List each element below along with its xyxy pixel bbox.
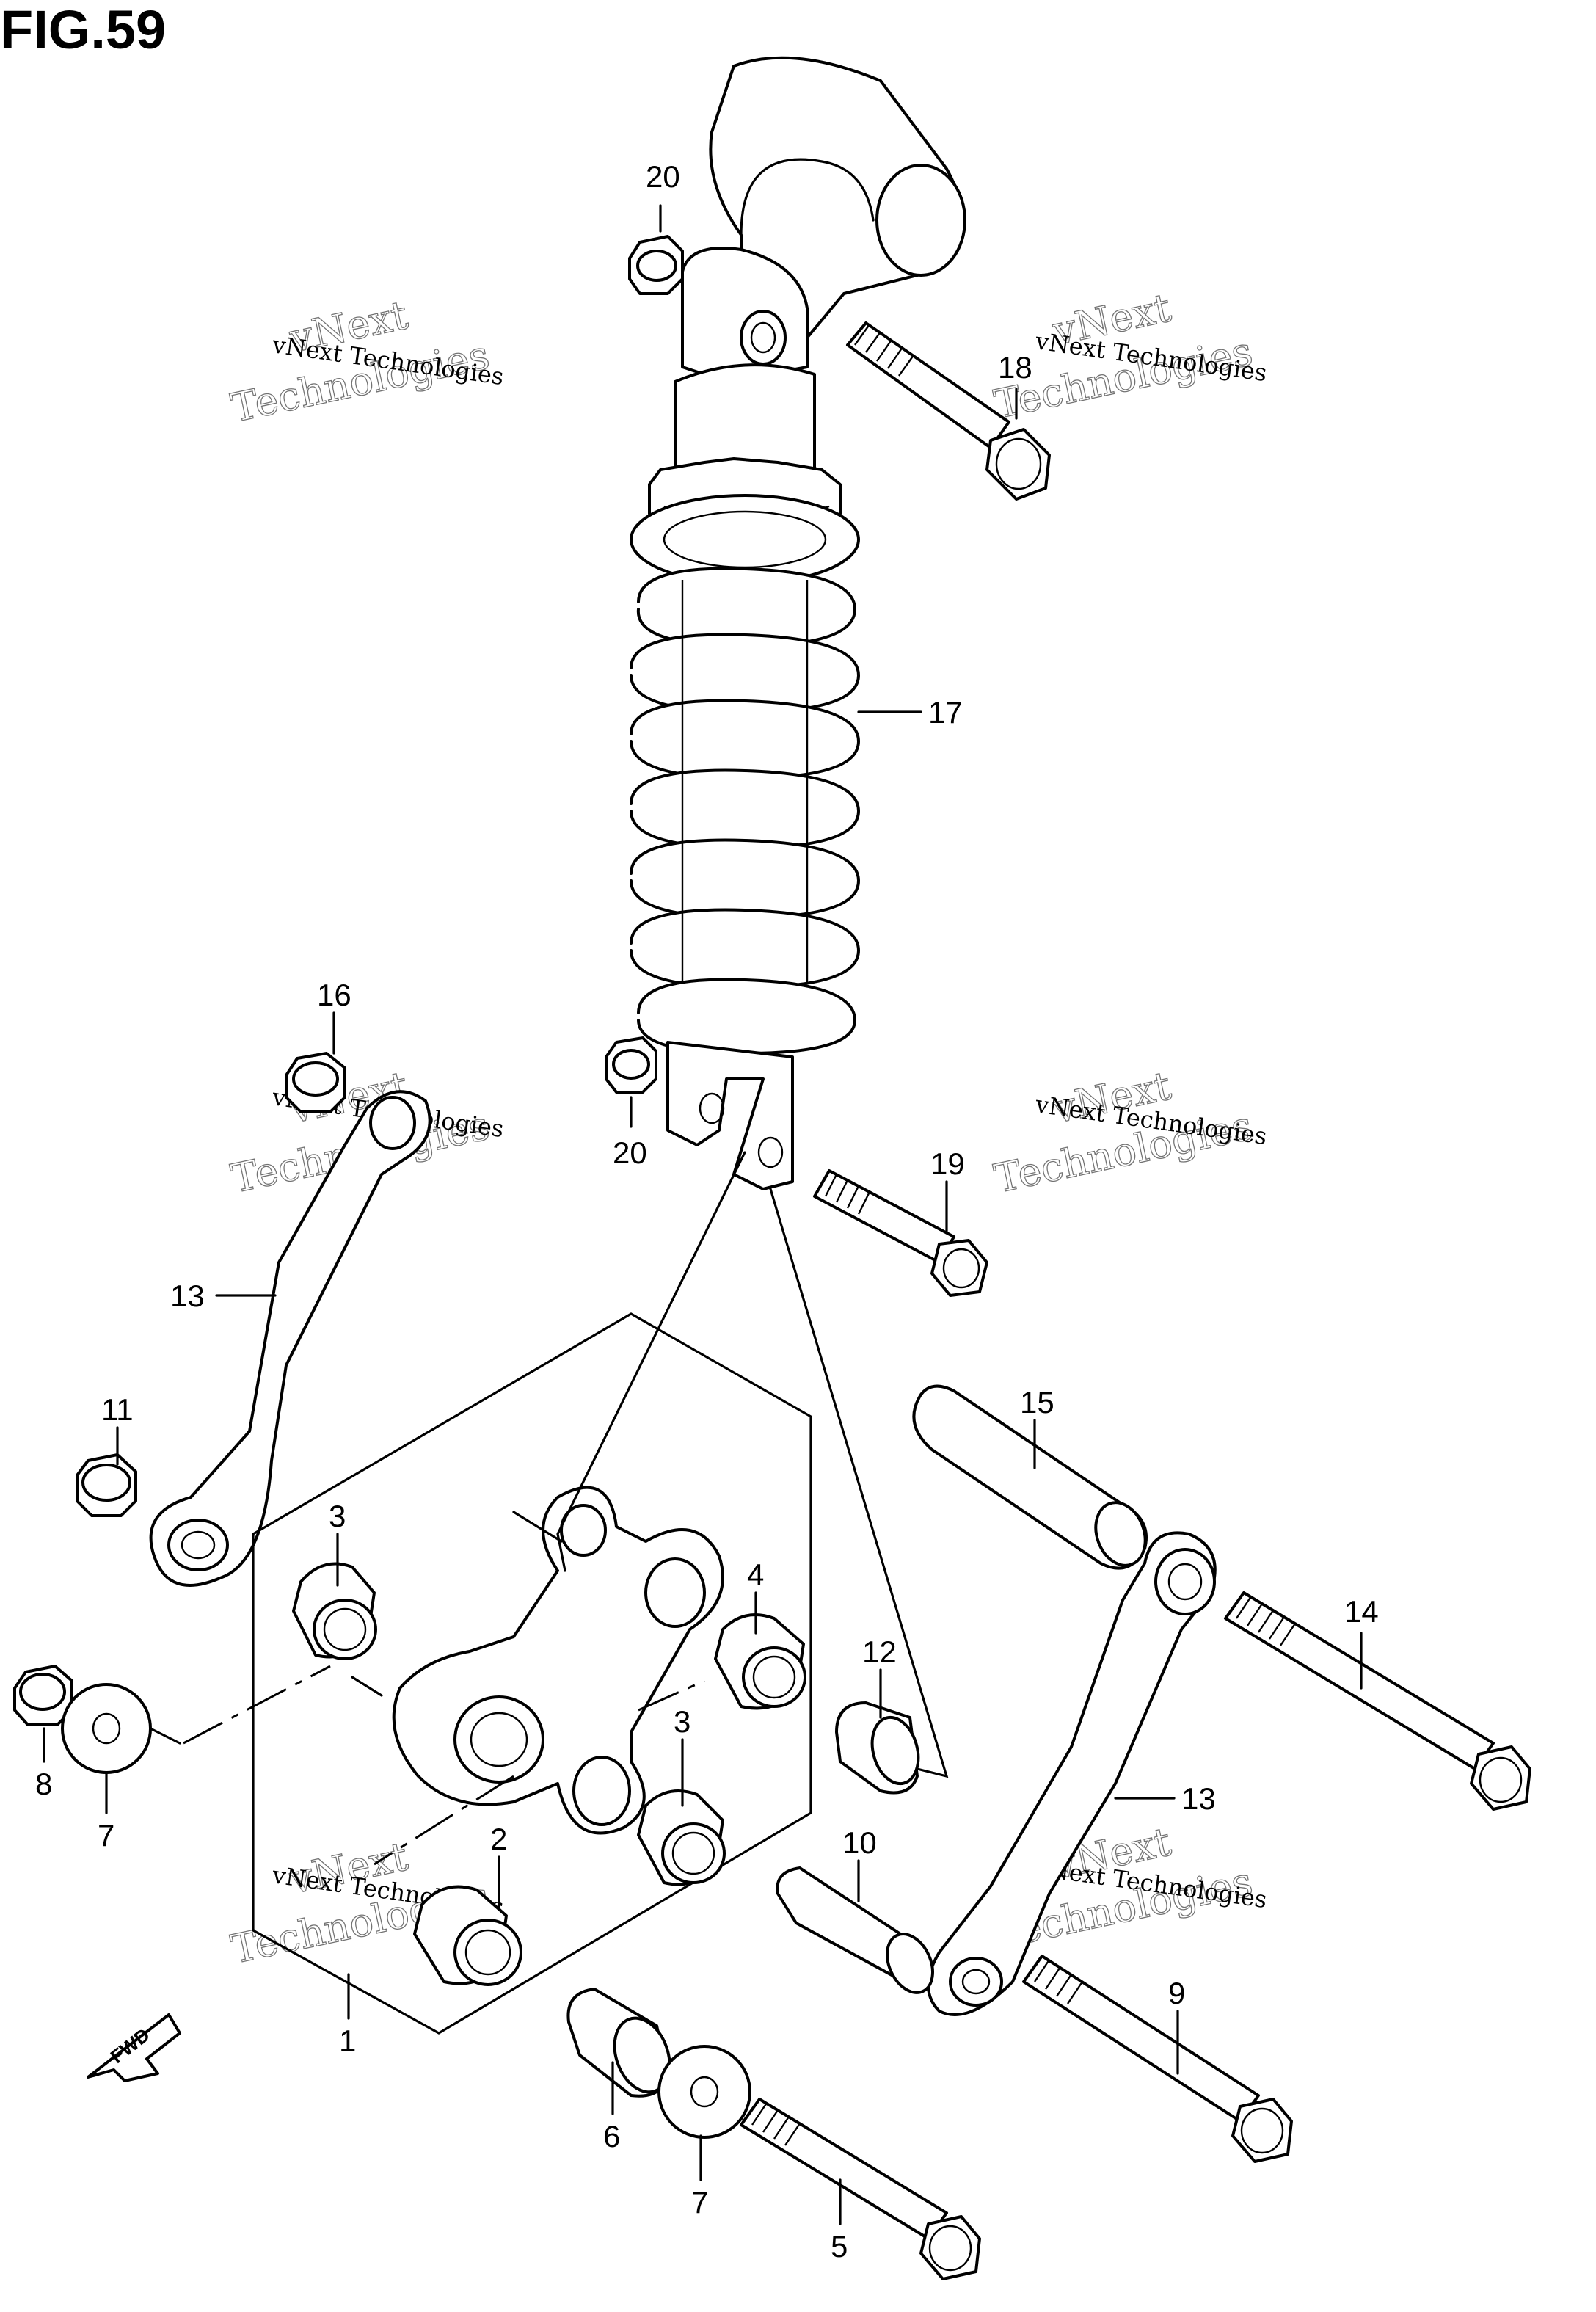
part-3-bearing-right — [637, 1789, 726, 1886]
callout-11: 11 — [101, 1392, 134, 1427]
part-11-nut — [76, 1453, 137, 1517]
callout-12: 12 — [862, 1635, 897, 1669]
watermark-mid-right: vNext Technologies vNext Technologies — [990, 1062, 1269, 1203]
callout-20-lower: 20 — [613, 1135, 647, 1170]
part-7-washer-upper — [61, 1683, 152, 1774]
part-20-nut-lower — [605, 1036, 657, 1094]
callout-9: 9 — [1168, 1976, 1185, 2010]
part-2-cushion-lever — [392, 1486, 724, 1835]
assembly-axis-lines — [149, 1151, 949, 1866]
callout-3-left: 3 — [329, 1499, 346, 1533]
callout-7-lower: 7 — [691, 2185, 708, 2220]
part-2-bearing-lower — [413, 1885, 522, 1986]
part-14-bolt — [1224, 1591, 1531, 1811]
part-18-bolt — [846, 321, 1051, 501]
callout-10: 10 — [842, 1825, 877, 1860]
callout-3-right: 3 — [674, 1704, 690, 1739]
callout-2: 2 — [490, 1822, 507, 1856]
part-13-tie-rod-right — [927, 1531, 1217, 2016]
part-20-nut-top — [628, 235, 684, 295]
callout-16: 16 — [317, 978, 351, 1012]
part-8-nut — [13, 1665, 73, 1726]
callout-13-right: 13 — [1181, 1781, 1216, 1816]
callout-5: 5 — [831, 2229, 848, 2264]
callout-15: 15 — [1020, 1385, 1054, 1419]
part-6-collar — [566, 1988, 671, 2098]
part-3-bearing-left — [292, 1562, 377, 1660]
part-5-bolt — [740, 2098, 981, 2280]
part-4-bearing — [714, 1613, 806, 1710]
callout-18: 18 — [998, 350, 1032, 385]
callout-19: 19 — [930, 1146, 965, 1181]
callout-7-upper: 7 — [98, 1818, 114, 1853]
figure-title: FIG.59 — [0, 0, 166, 60]
watermark-top-left: vNext Technologies vNext Technologies — [227, 291, 506, 432]
callout-labels: 20 18 17 16 20 19 13 11 3 4 12 15 14 3 1… — [35, 159, 1379, 2264]
forward-arrow-icon: FWD — [87, 2013, 181, 2082]
part-15-collar — [912, 1384, 1148, 1570]
part-10-collar — [776, 1866, 934, 1994]
part-7-washer-lower — [657, 2045, 751, 2139]
part-13-tie-rod-left — [149, 1090, 431, 1587]
part-17-shock-absorber — [630, 56, 966, 1190]
callout-4: 4 — [747, 1557, 764, 1592]
callout-13-left: 13 — [170, 1279, 205, 1313]
callout-6: 6 — [603, 2119, 620, 2153]
callout-14: 14 — [1344, 1594, 1379, 1629]
part-16-nut — [285, 1052, 346, 1113]
callout-1: 1 — [339, 2024, 356, 2058]
callout-20-top: 20 — [646, 159, 680, 194]
part-12-collar — [835, 1701, 920, 1795]
part-9-bolt — [1022, 1955, 1293, 2163]
callout-leaders — [43, 204, 1363, 2225]
part-1-assembly-outline — [252, 1312, 812, 2035]
callout-17: 17 — [928, 695, 963, 730]
callout-8: 8 — [35, 1767, 52, 1801]
part-19-bolt — [813, 1169, 988, 1297]
